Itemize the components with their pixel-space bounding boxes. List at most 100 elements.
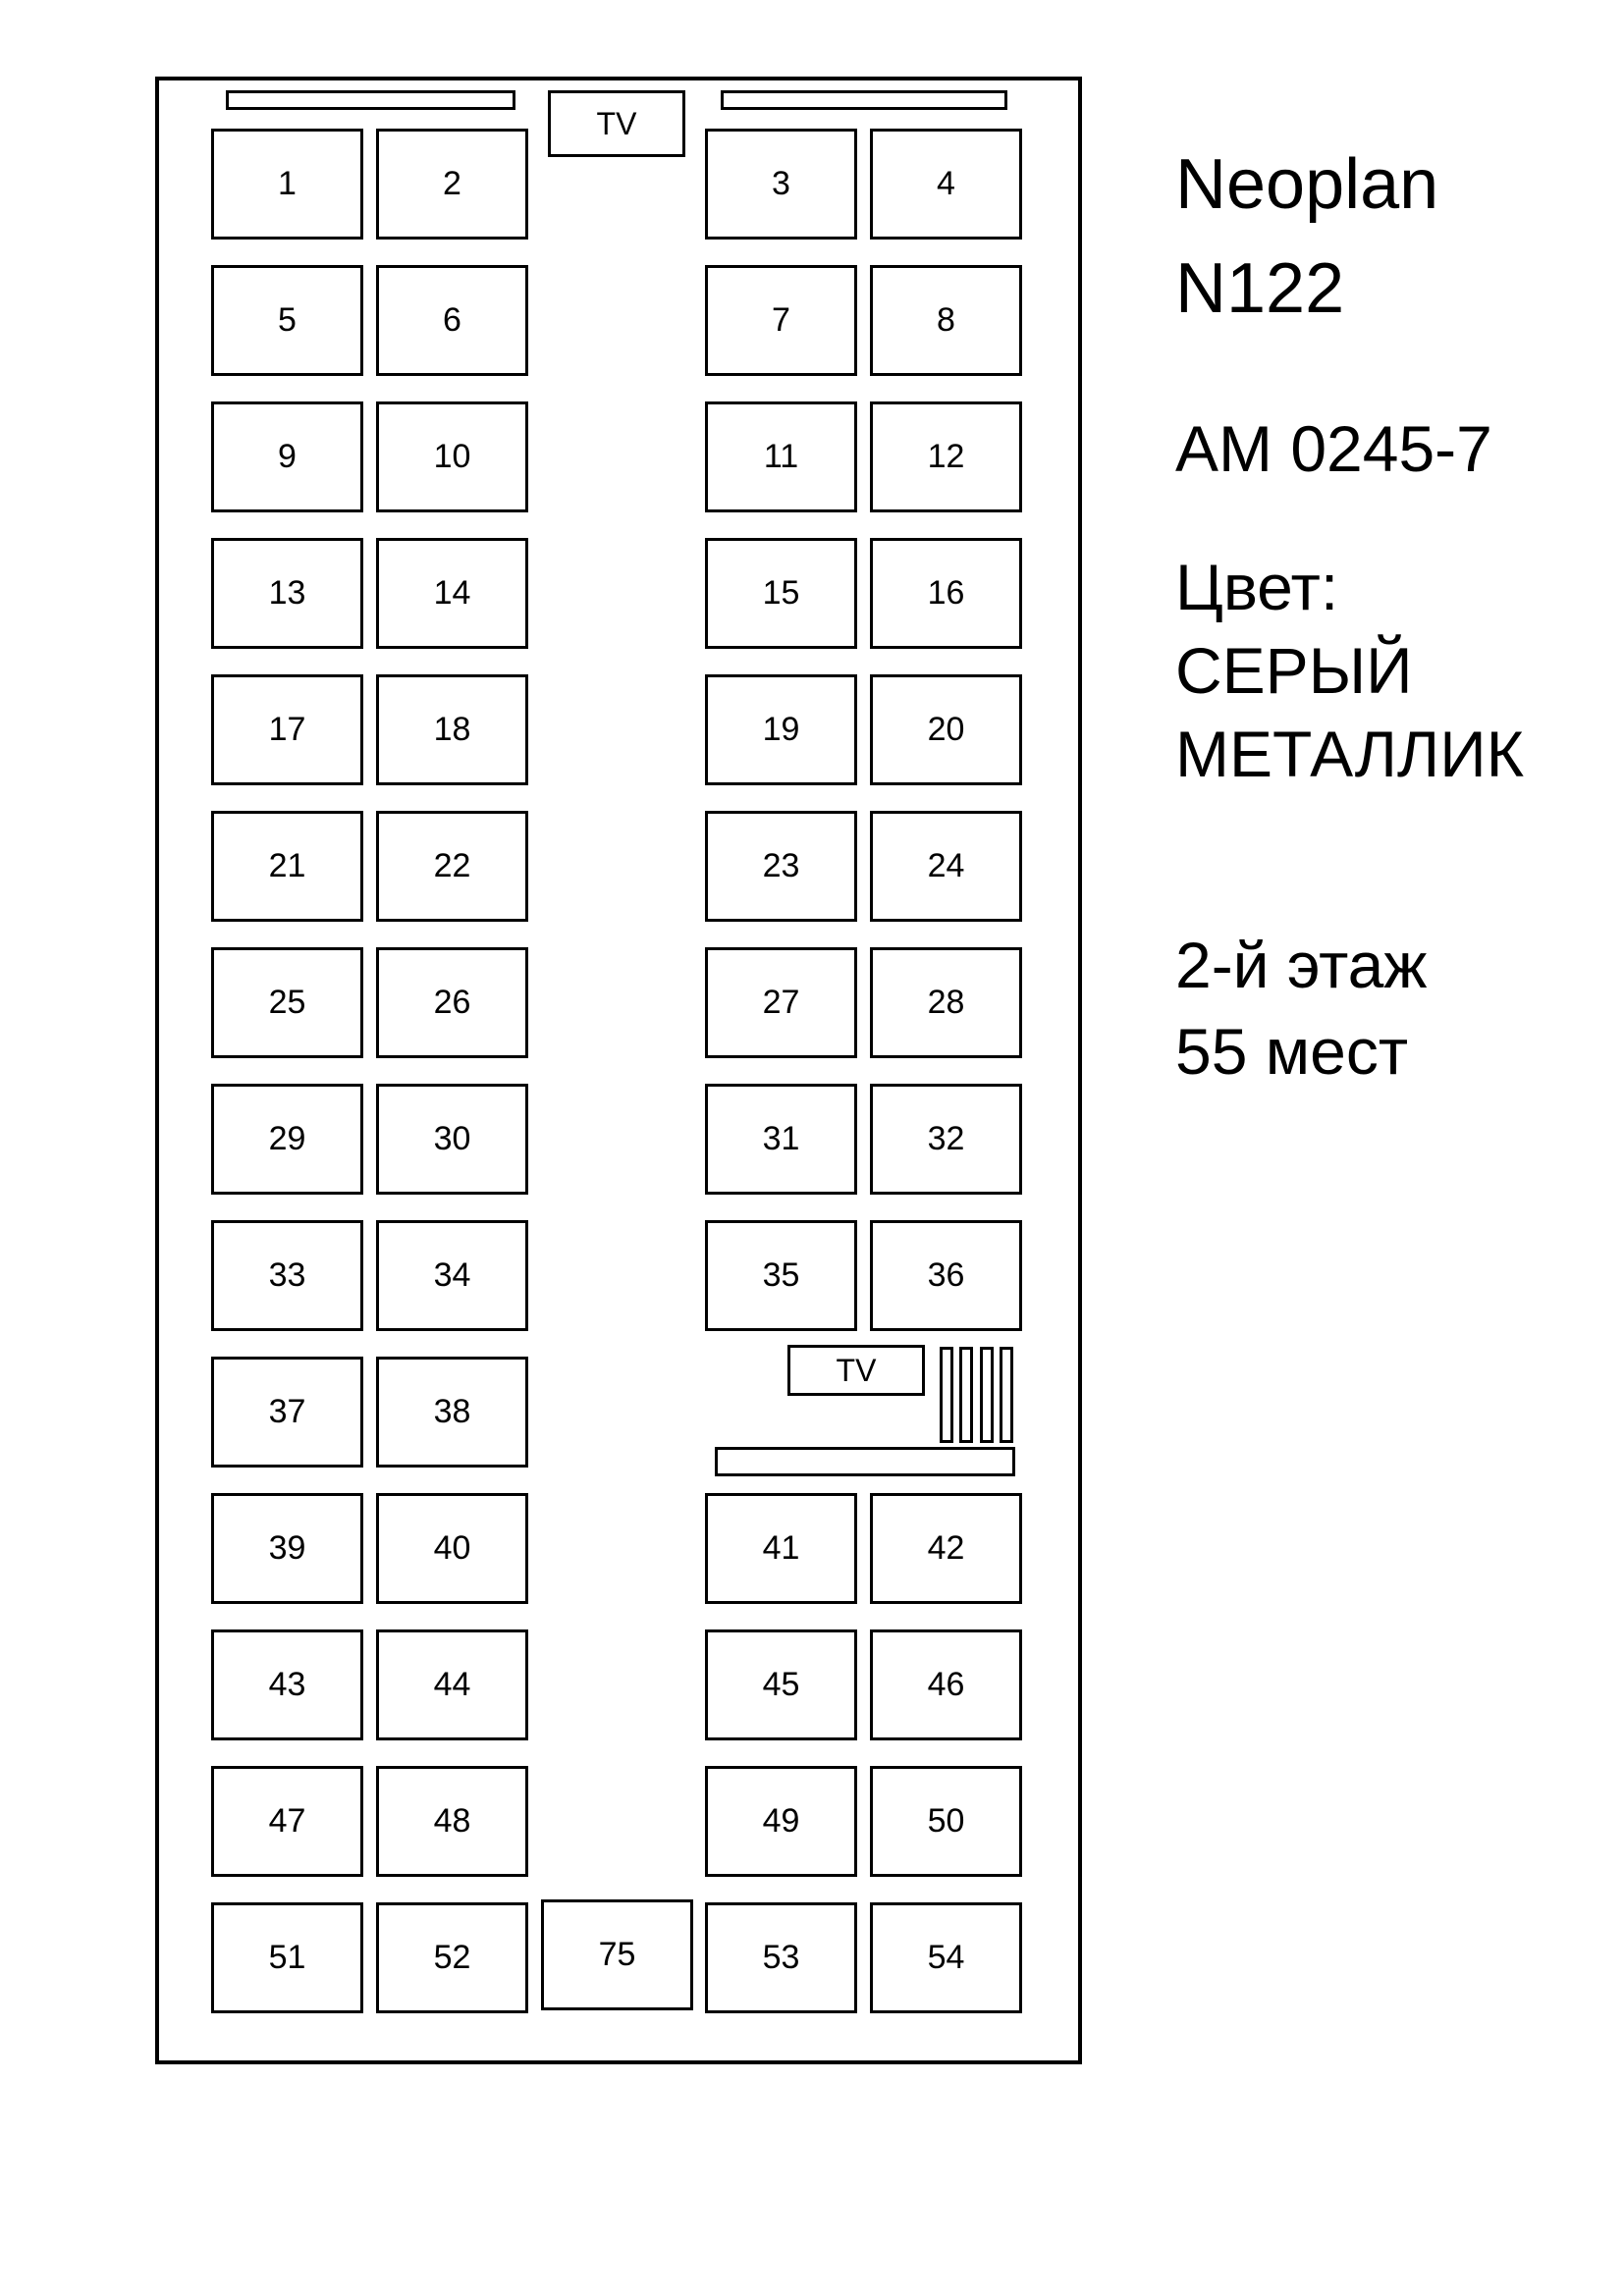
color-label: Цвет:	[1175, 551, 1339, 623]
seat-number: 38	[433, 1393, 471, 1430]
seat-50[interactable]: 50	[870, 1766, 1022, 1877]
seat-number: 10	[433, 438, 471, 475]
seat-5[interactable]: 5	[211, 265, 363, 376]
seat-10[interactable]: 10	[376, 401, 528, 512]
seat-number: 32	[927, 1120, 965, 1157]
seat-number: 24	[927, 847, 965, 884]
seat-8[interactable]: 8	[870, 265, 1022, 376]
seat-count: 55 мест	[1175, 1015, 1409, 1088]
seat-number: 37	[268, 1393, 306, 1430]
seat-29[interactable]: 29	[211, 1084, 363, 1195]
stair-slat	[959, 1347, 973, 1443]
seat-33[interactable]: 33	[211, 1220, 363, 1331]
seat-35[interactable]: 35	[705, 1220, 857, 1331]
seat-19[interactable]: 19	[705, 674, 857, 785]
seat-48[interactable]: 48	[376, 1766, 528, 1877]
seat-38[interactable]: 38	[376, 1357, 528, 1468]
seat-2[interactable]: 2	[376, 129, 528, 240]
seat-23[interactable]: 23	[705, 811, 857, 922]
seat-41[interactable]: 41	[705, 1493, 857, 1604]
seat-46[interactable]: 46	[870, 1629, 1022, 1740]
seat-16[interactable]: 16	[870, 538, 1022, 649]
seat-22[interactable]: 22	[376, 811, 528, 922]
seat-7[interactable]: 7	[705, 265, 857, 376]
seat-number: 23	[762, 847, 800, 884]
seat-26[interactable]: 26	[376, 947, 528, 1058]
seat-75[interactable]: 75	[541, 1899, 693, 2010]
seat-number: 49	[762, 1802, 800, 1840]
seat-28[interactable]: 28	[870, 947, 1022, 1058]
seat-49[interactable]: 49	[705, 1766, 857, 1877]
seat-27[interactable]: 27	[705, 947, 857, 1058]
seat-15[interactable]: 15	[705, 538, 857, 649]
seat-53[interactable]: 53	[705, 1902, 857, 2013]
seat-number: 47	[268, 1802, 306, 1840]
seat-number: 40	[433, 1529, 471, 1567]
seat-31[interactable]: 31	[705, 1084, 857, 1195]
seat-40[interactable]: 40	[376, 1493, 528, 1604]
seat-43[interactable]: 43	[211, 1629, 363, 1740]
seat-number: 18	[433, 711, 471, 748]
seat-number: 25	[268, 984, 306, 1021]
seat-20[interactable]: 20	[870, 674, 1022, 785]
seat-number: 4	[937, 165, 955, 202]
seat-number: 20	[927, 711, 965, 748]
seat-47[interactable]: 47	[211, 1766, 363, 1877]
seat-9[interactable]: 9	[211, 401, 363, 512]
seat-number: 7	[772, 301, 790, 339]
seat-14[interactable]: 14	[376, 538, 528, 649]
seat-13[interactable]: 13	[211, 538, 363, 649]
seat-34[interactable]: 34	[376, 1220, 528, 1331]
seat-number: 75	[598, 1936, 636, 1973]
seat-51[interactable]: 51	[211, 1902, 363, 2013]
seat-3[interactable]: 3	[705, 129, 857, 240]
seat-number: 33	[268, 1256, 306, 1294]
seat-number: 41	[762, 1529, 800, 1567]
seat-number: 6	[443, 301, 461, 339]
seat-number: 46	[927, 1666, 965, 1703]
seat-number: 19	[762, 711, 800, 748]
seat-24[interactable]: 24	[870, 811, 1022, 922]
seat-4[interactable]: 4	[870, 129, 1022, 240]
seat-6[interactable]: 6	[376, 265, 528, 376]
seat-39[interactable]: 39	[211, 1493, 363, 1604]
seat-25[interactable]: 25	[211, 947, 363, 1058]
plate-number: АМ 0245-7	[1175, 412, 1492, 485]
seat-17[interactable]: 17	[211, 674, 363, 785]
seat-number: 51	[268, 1939, 306, 1976]
seat-number: 5	[278, 301, 297, 339]
seat-11[interactable]: 11	[705, 401, 857, 512]
tv-middle-label: TV	[836, 1352, 877, 1388]
model-name: Neoplan	[1175, 145, 1439, 224]
stair-slat	[1000, 1347, 1013, 1443]
seat-number: 53	[762, 1939, 800, 1976]
seat-44[interactable]: 44	[376, 1629, 528, 1740]
seat-number: 11	[763, 438, 799, 475]
seat-number: 44	[433, 1666, 471, 1703]
seat-number: 2	[443, 165, 461, 202]
seat-number: 16	[927, 574, 965, 612]
seat-number: 35	[762, 1256, 800, 1294]
seat-1[interactable]: 1	[211, 129, 363, 240]
seat-52[interactable]: 52	[376, 1902, 528, 2013]
seat-54[interactable]: 54	[870, 1902, 1022, 2013]
seat-12[interactable]: 12	[870, 401, 1022, 512]
seat-45[interactable]: 45	[705, 1629, 857, 1740]
seat-36[interactable]: 36	[870, 1220, 1022, 1331]
seat-30[interactable]: 30	[376, 1084, 528, 1195]
seat-number: 13	[268, 574, 306, 612]
seat-37[interactable]: 37	[211, 1357, 363, 1468]
seat-number: 22	[433, 847, 471, 884]
seat-number: 42	[927, 1529, 965, 1567]
seat-18[interactable]: 18	[376, 674, 528, 785]
seat-42[interactable]: 42	[870, 1493, 1022, 1604]
seat-number: 28	[927, 984, 965, 1021]
seat-number: 43	[268, 1666, 306, 1703]
seat-number: 27	[762, 984, 800, 1021]
seat-number: 52	[433, 1939, 471, 1976]
seat-21[interactable]: 21	[211, 811, 363, 922]
seat-32[interactable]: 32	[870, 1084, 1022, 1195]
seat-number: 9	[278, 438, 297, 475]
seat-number: 15	[762, 574, 800, 612]
seat-number: 39	[268, 1529, 306, 1567]
